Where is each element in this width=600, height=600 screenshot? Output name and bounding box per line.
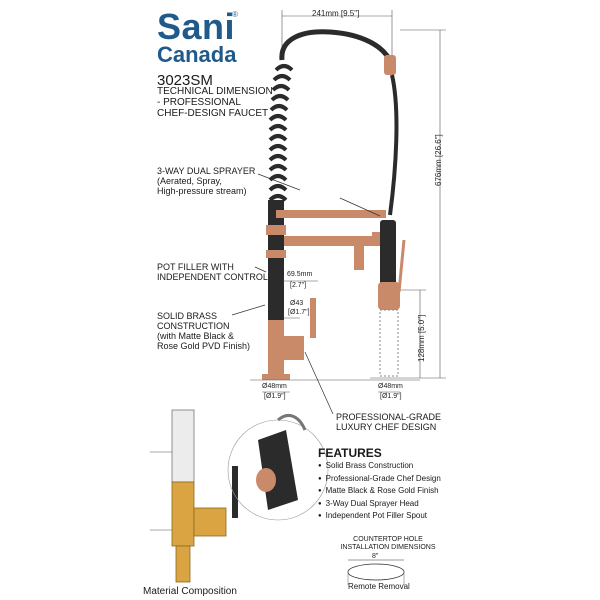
- material-composition-label: Material Composition: [143, 586, 237, 597]
- diagram-subtitle: TECHNICAL DIMENSION - PROFESSIONAL CHEF-…: [157, 86, 273, 119]
- base-plate: [262, 374, 290, 380]
- brand-name: Sani: [157, 6, 236, 47]
- registered-mark: ®: [232, 10, 238, 19]
- spray-stream: [379, 309, 399, 377]
- model-number: 3023SM: [157, 72, 213, 89]
- pot-filler-handle: [372, 232, 380, 246]
- feature-item: 3-Way Dual Sprayer Head: [318, 498, 441, 511]
- valve-body: [268, 320, 304, 378]
- dim-height-total-label: 676mm [26.6"]: [434, 134, 443, 186]
- coil-cap: [384, 55, 396, 75]
- sprayer-arm: [276, 210, 386, 218]
- dim-diam-mm-label: Ø43: [290, 300, 304, 307]
- pot-filler-spout: [354, 244, 364, 270]
- pot-filler-arm: [284, 236, 374, 246]
- dim-offset-in-label: [2.7"]: [290, 282, 307, 289]
- material-cutaway: [150, 409, 238, 583]
- coil-spring: [279, 29, 395, 67]
- sprayer-head: [378, 282, 400, 310]
- main-column-rose-band2: [266, 250, 286, 258]
- feature-item: Solid Brass Construction: [318, 460, 441, 473]
- feature-item: Independent Pot Filler Spout: [318, 510, 441, 523]
- countertop-hole-diagram: [347, 559, 405, 585]
- main-handle: [310, 298, 316, 338]
- sprayer-lever: [397, 239, 406, 293]
- dim-base-right-mm: Ø48mm: [378, 383, 403, 390]
- dim-base-left-in: [Ø1.9"]: [264, 393, 286, 400]
- main-column-rose-band: [266, 225, 286, 235]
- feature-item: Matte Black & Rose Gold Finish: [318, 485, 441, 498]
- dim-base-left-mm: Ø48mm: [262, 383, 287, 390]
- callout-sprayer: 3-WAY DUAL SPRAYER (Aerated, Spray, High…: [157, 166, 256, 196]
- brand-subname: Canada: [157, 42, 237, 67]
- callout-leaders: [231, 173, 381, 415]
- sprayer-holder: [380, 220, 396, 290]
- dim-diam-in-label: [Ø1.7"]: [288, 309, 310, 316]
- features-title: FEATURES: [318, 446, 382, 460]
- dimension-height-total: [370, 29, 446, 379]
- sprayer-detail: [227, 414, 329, 521]
- dim-width-top-label: 241mm [9.5"]: [312, 9, 360, 18]
- sprayer-hose: [388, 74, 399, 216]
- countertop-hole-title: COUNTERTOP HOLE INSTALLATION DIMENSIONS: [340, 536, 436, 551]
- feature-item: Professional-Grade Chef Design: [318, 473, 441, 486]
- callout-pot-filler: POT FILLER WITH INDEPENDENT CONTROL: [157, 262, 268, 282]
- dim-offset-mm-label: 69.5mm: [287, 271, 313, 278]
- dim-base-right-in: [Ø1.9"]: [380, 393, 402, 400]
- features-list: Solid Brass Construction Professional-Gr…: [318, 460, 441, 523]
- callout-brass: SOLID BRASS CONSTRUCTION (with Matte Bla…: [157, 311, 251, 351]
- callout-professional: PROFESSIONAL-GRADE LUXURY CHEF DESIGN: [336, 412, 442, 432]
- remote-removal-label: Remote Removal: [348, 582, 410, 591]
- countertop-hole-size: 8": [372, 553, 379, 560]
- dim-height-sprayer-label: 128mm [5.0"]: [417, 314, 426, 362]
